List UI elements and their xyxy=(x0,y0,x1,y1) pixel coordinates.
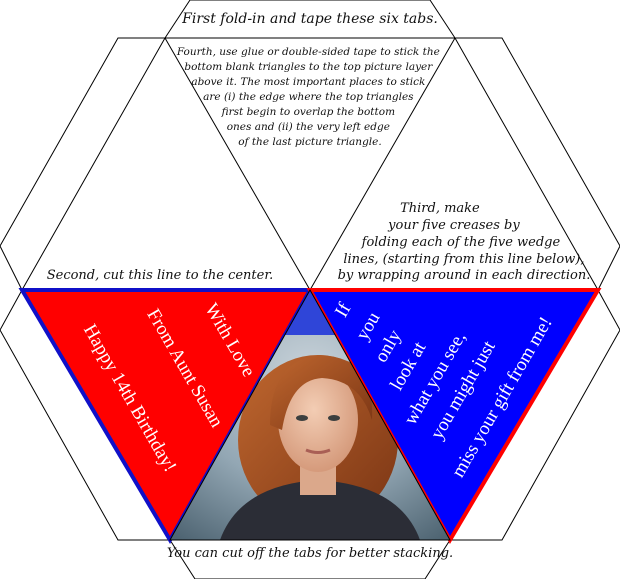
fourth-line: first begin to overlap the bottom xyxy=(221,106,395,118)
third-line: lines, (starting from this line below), xyxy=(343,252,584,267)
third-line: by wrapping around in each direction. xyxy=(338,268,591,283)
third-line: your five creases by xyxy=(387,218,520,233)
second-instruction: Second, cut this line to the center. xyxy=(47,268,274,283)
third-line: Third, make xyxy=(400,201,480,216)
bottom-tab-instruction: You can cut off the tabs for better stac… xyxy=(167,546,453,561)
top-tab-instruction: First fold-in and tape these six tabs. xyxy=(181,11,438,27)
photo-wedge-outline xyxy=(169,288,451,541)
third-line: folding each of the five wedge xyxy=(361,235,561,250)
fourth-line: of the last picture triangle. xyxy=(238,136,381,148)
fourth-instruction: Fourth, use glue or double-sided tape to… xyxy=(176,46,443,148)
third-instruction: Third, make your five creases by folding… xyxy=(338,201,591,283)
fourth-line: are (i) the edge where the top triangles xyxy=(203,91,414,103)
fourth-line: Fourth, use glue or double-sided tape to… xyxy=(176,46,440,58)
fourth-line: ones and (ii) the very left edge xyxy=(227,121,390,133)
fourth-line: bottom blank triangles to the top pictur… xyxy=(184,61,433,73)
fourth-line: above it. The most important places to s… xyxy=(191,76,425,88)
